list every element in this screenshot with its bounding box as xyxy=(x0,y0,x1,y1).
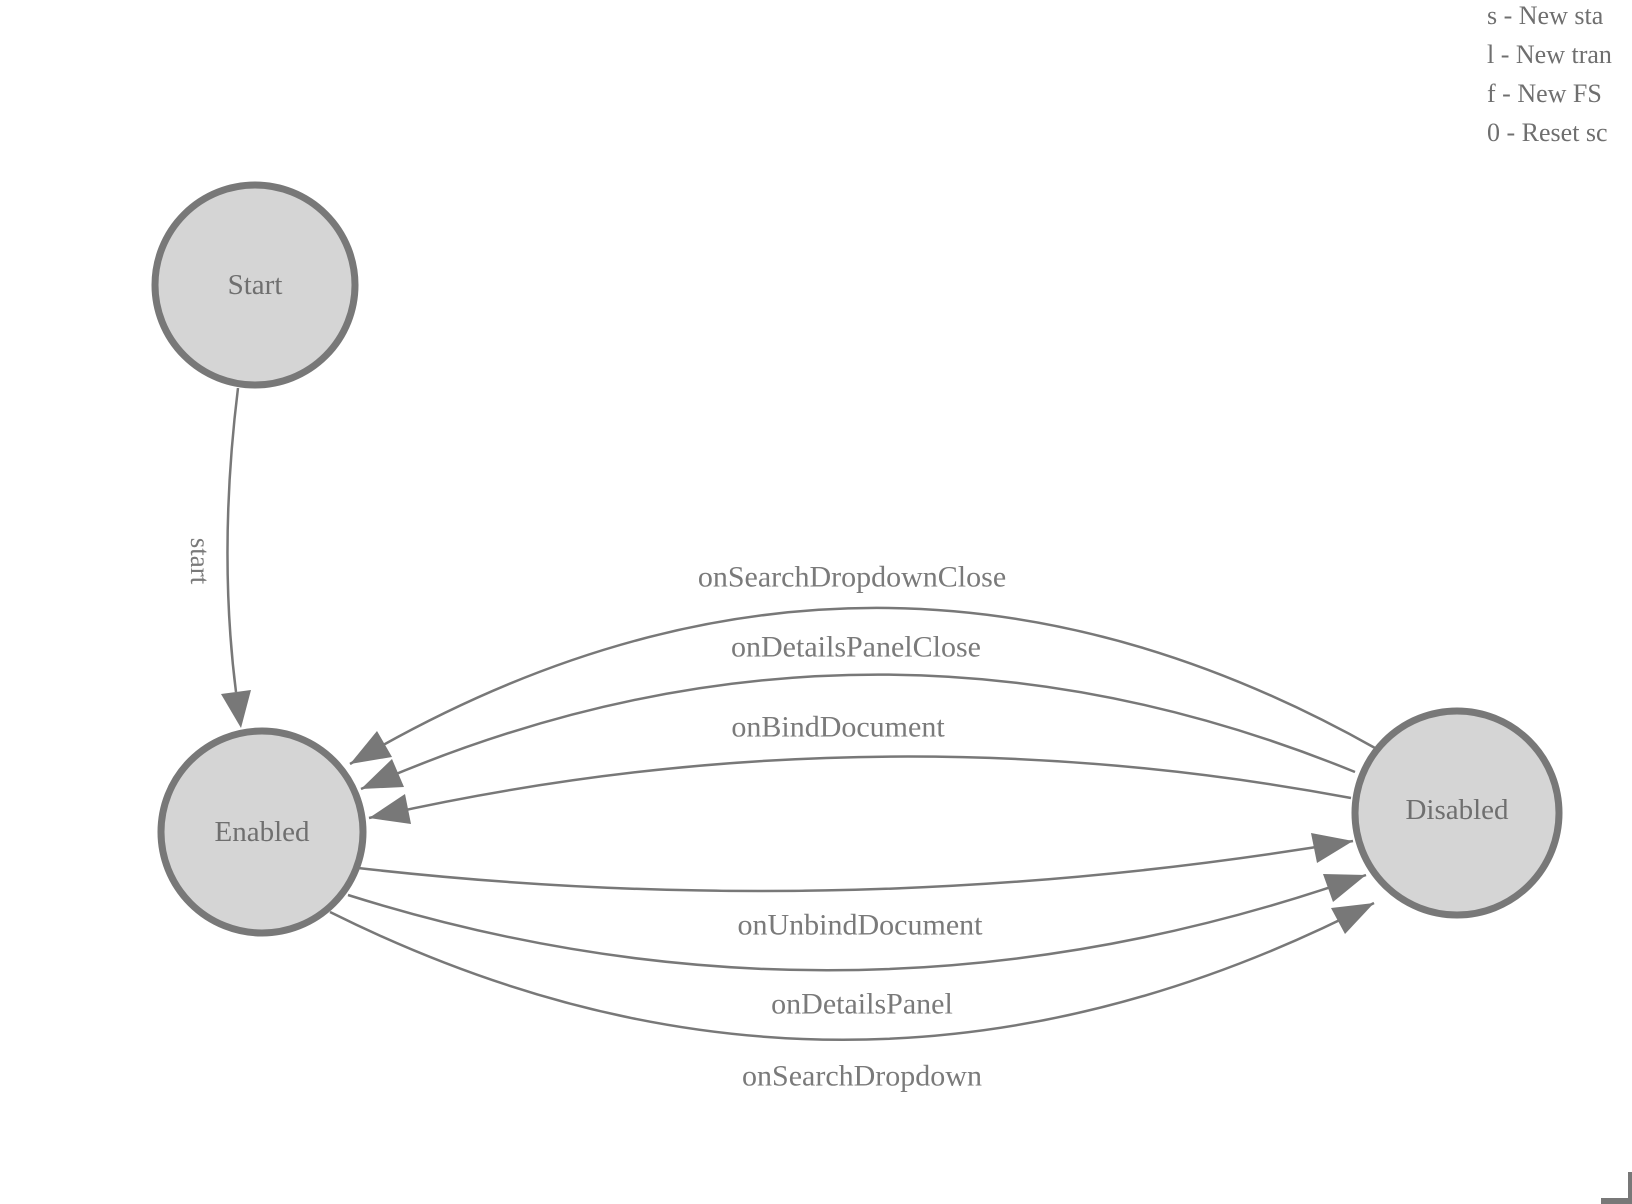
canvas-corner-vertical xyxy=(1628,1172,1632,1204)
transition-onDetailsPanelClose[interactable]: onDetailsPanelClose xyxy=(360,631,1356,791)
state-enabled[interactable]: Enabled xyxy=(157,727,367,937)
state-enabled-label: Enabled xyxy=(214,816,310,848)
state-disabled-circle[interactable] xyxy=(1351,707,1563,919)
transition-label-onUnbindDocument: onUnbindDocument xyxy=(738,909,984,942)
arrowhead-icon xyxy=(1331,903,1374,934)
arrowhead-icon xyxy=(350,731,392,764)
transition-onBindDocument[interactable]: onBindDocument xyxy=(368,711,1352,825)
transition-onSearchDropdownClose[interactable]: onSearchDropdownClose xyxy=(349,561,1376,766)
transition-label-start: start xyxy=(185,538,215,585)
transition-onBindDocument-path[interactable] xyxy=(368,755,1352,820)
transition-onUnbindDocument-path[interactable] xyxy=(357,839,1354,893)
arrowhead-icon xyxy=(1311,833,1353,863)
transition-onSearchDropdownClose-path[interactable] xyxy=(349,606,1376,766)
state-enabled-circle[interactable] xyxy=(157,727,367,937)
shortcut-legend: s - New sta l - New tran f - New FS 0 - … xyxy=(1487,0,1612,152)
transition-onDetailsPanel-path[interactable] xyxy=(347,873,1367,972)
transition-onUnbindDocument[interactable]: onUnbindDocument xyxy=(357,833,1354,942)
arrowhead-icon xyxy=(361,759,404,789)
transition-label-onDetailsPanelClose: onDetailsPanelClose xyxy=(731,631,981,664)
legend-line-new-fsm: f - New FS xyxy=(1487,79,1602,108)
arrowhead-icon xyxy=(369,794,411,824)
legend-line-new-transition: l - New tran xyxy=(1487,40,1612,69)
state-disabled[interactable]: Disabled xyxy=(1351,707,1563,919)
transition-label-onDetailsPanel: onDetailsPanel xyxy=(771,988,953,1021)
transition-onSearchDropdown[interactable]: onSearchDropdown xyxy=(329,901,1375,1093)
transition-label-onSearchDropdownClose: onSearchDropdownClose xyxy=(698,561,1006,594)
arrowhead-icon xyxy=(221,690,251,728)
legend-line-reset: 0 - Reset sc xyxy=(1487,118,1608,147)
transition-onDetailsPanel[interactable]: onDetailsPanel xyxy=(347,873,1367,1021)
transition-label-onSearchDropdown: onSearchDropdown xyxy=(742,1060,982,1093)
canvas-corner-horizontal xyxy=(1601,1198,1632,1204)
state-start-label: Start xyxy=(228,269,283,301)
transition-label-onBindDocument: onBindDocument xyxy=(731,711,945,744)
transition-start[interactable]: start xyxy=(185,387,251,728)
state-disabled-label: Disabled xyxy=(1405,794,1509,826)
transition-start-path[interactable] xyxy=(226,387,240,693)
state-start-circle[interactable] xyxy=(151,181,359,389)
transition-onDetailsPanelClose-path[interactable] xyxy=(360,673,1356,791)
state-start[interactable]: Start xyxy=(151,181,359,389)
transition-onSearchDropdown-path[interactable] xyxy=(329,901,1375,1041)
arrowhead-icon xyxy=(1323,874,1366,902)
legend-line-new-state: s - New sta xyxy=(1487,1,1604,30)
